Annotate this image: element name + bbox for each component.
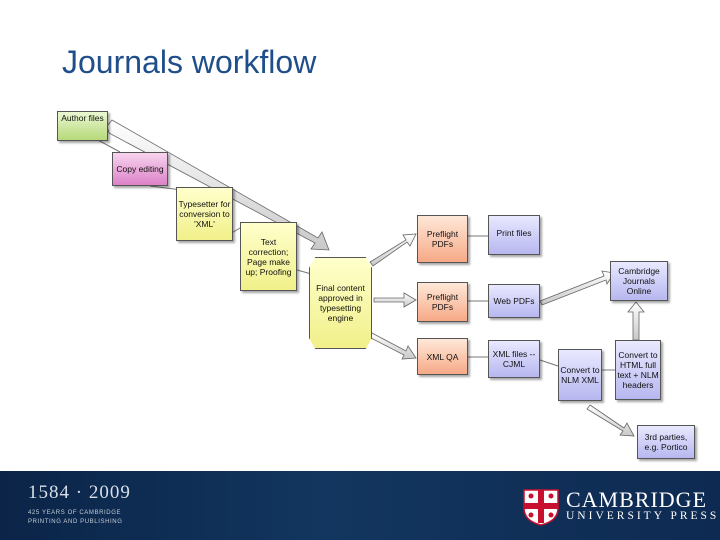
node-typesetter: Typesetter for conversion to 'XML' xyxy=(176,187,233,241)
node-cambridge-journals-online: Cambridge Journals Online xyxy=(610,261,668,301)
anniversary-subtitle-2: PRINTING AND PUBLISHING xyxy=(28,519,123,525)
node-web-pdfs: Web PDFs xyxy=(488,284,540,318)
arrow-nlm-to-third xyxy=(586,404,635,437)
footer-banner xyxy=(0,471,720,540)
node-xml-qa: XML QA xyxy=(417,338,468,375)
arrow-final-to-xmlqa xyxy=(368,332,417,360)
arrow-web-to-cjo xyxy=(539,270,615,306)
node-final-content: Final content approved in typesetting en… xyxy=(309,257,372,349)
anniversary-subtitle-1: 425 YEARS OF CAMBRIDGE xyxy=(28,510,122,516)
arrow-html-to-cjo xyxy=(627,301,645,341)
node-xml-files: XML files -- CJML xyxy=(488,340,540,378)
node-print-files: Print files xyxy=(488,215,540,255)
connector-author-copy xyxy=(95,138,121,153)
node-convert-html: Convert to HTML full text + NLM headers xyxy=(615,340,661,400)
node-preflight-pdfs-2: Preflight PDFs xyxy=(417,282,468,322)
node-convert-nlm: Convert to NLM XML xyxy=(558,349,602,401)
cambridge-crest-icon xyxy=(523,489,559,526)
anniversary-years: 1584 · 2009 xyxy=(28,482,131,503)
node-third-parties: 3rd parties, e.g. Portico xyxy=(637,425,695,459)
connector-xmlfiles-nlm xyxy=(539,359,559,367)
page-title: Journals workflow xyxy=(62,44,317,80)
arrow-final-to-preflight1 xyxy=(369,233,417,267)
node-author-files: Author files xyxy=(57,111,108,141)
node-copy-editing: Copy editing xyxy=(112,152,168,186)
publisher-name: CAMBRIDGE xyxy=(566,487,708,512)
publisher-subname: UNIVERSITY PRESS xyxy=(566,510,720,522)
arrow-final-to-preflight2 xyxy=(373,292,417,308)
node-preflight-pdfs-1: Preflight PDFs xyxy=(417,215,468,263)
node-text-correction: Text correction; Page make up; Proofing xyxy=(240,222,297,291)
